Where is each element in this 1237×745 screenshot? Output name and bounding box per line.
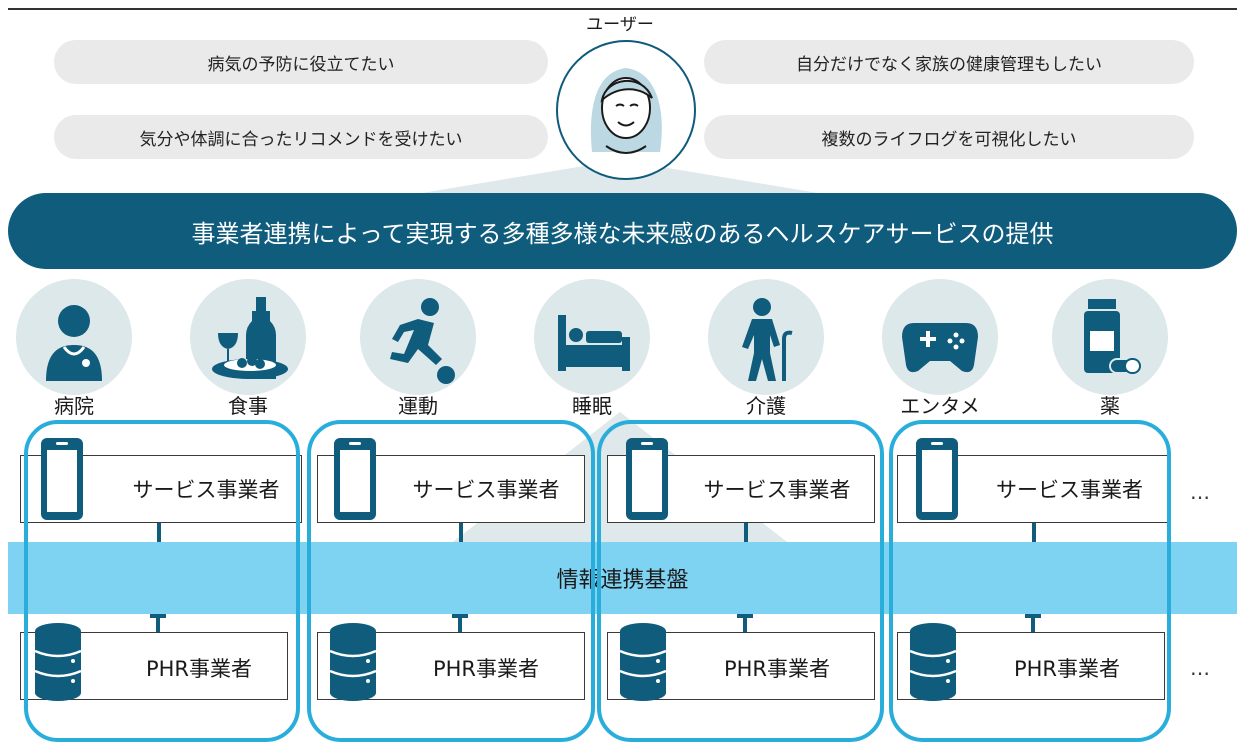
provider-group-outline	[597, 420, 884, 742]
phr-provider-box: PHR事業者	[20, 623, 288, 701]
connector-line	[156, 616, 160, 632]
connector-cap	[452, 614, 468, 618]
connector-cap	[150, 614, 166, 618]
runner-icon	[390, 298, 455, 384]
category-label: エンタメ	[900, 394, 980, 418]
wish-pill: 病気の予防に役立てたい	[54, 40, 548, 84]
user-title: ユーザー	[586, 15, 654, 35]
database-icon	[329, 623, 377, 701]
category-label: 病院	[54, 394, 94, 418]
connector-line	[744, 523, 748, 543]
category-circle	[16, 279, 132, 395]
info-platform-band: 情報連携基盤	[8, 542, 1237, 614]
category-label: 食事	[228, 394, 268, 418]
provider-group-outline	[307, 420, 595, 742]
connector-cap	[737, 614, 753, 618]
wish-text: 複数のライフログを可視化したい	[821, 129, 1077, 150]
smartphone-icon	[334, 438, 376, 520]
smartphone-icon	[916, 438, 958, 520]
bed-icon	[558, 315, 630, 371]
elderly-icon	[742, 298, 793, 381]
category-circle	[190, 279, 306, 395]
phr-provider-label: PHR事業者	[145, 657, 253, 681]
wish-text: 病気の予防に役立てたい	[207, 54, 395, 75]
phr-provider-label: PHR事業者	[723, 657, 831, 681]
meal-icon	[212, 297, 288, 379]
provider-group-outline	[24, 420, 300, 742]
connector-line	[458, 616, 462, 632]
service-provider-box: サービス事業者	[20, 438, 302, 523]
category-label: 介護	[746, 394, 786, 418]
smartphone-icon	[41, 438, 83, 520]
woman-face-icon	[590, 68, 662, 154]
phr-provider-box: PHR事業者	[897, 623, 1165, 701]
wish-text: 自分だけでなく家族の健康管理もしたい	[796, 54, 1102, 75]
more-providers-ellipsis: …	[1190, 480, 1210, 504]
gamepad-icon	[902, 323, 978, 373]
wish-pill: 気分や体調に合ったリコメンドを受けたい	[54, 115, 548, 159]
service-provider-label: サービス事業者	[132, 478, 280, 502]
category-label: 運動	[398, 394, 438, 418]
connector-line	[1031, 616, 1035, 632]
category-circle	[882, 279, 998, 395]
category-circle	[360, 279, 476, 395]
category-circle	[534, 279, 650, 395]
category-label: 薬	[1100, 394, 1120, 418]
phr-provider-box: PHR事業者	[317, 623, 585, 701]
more-providers-ellipsis: …	[1190, 656, 1210, 680]
platform-label: 情報連携基盤	[556, 568, 689, 593]
connector-cap	[1025, 614, 1041, 618]
service-banner: 事業者連携によって実現する多種多様な未来感のあるヘルスケアサービスの提供	[8, 193, 1237, 269]
database-icon	[909, 623, 957, 701]
database-icon	[619, 623, 667, 701]
service-provider-label: サービス事業者	[703, 478, 851, 502]
connector-line	[1032, 523, 1036, 543]
service-provider-label: サービス事業者	[996, 478, 1143, 502]
doctor-icon	[46, 305, 102, 381]
service-provider-label: サービス事業者	[412, 478, 560, 502]
phr-provider-box: PHR事業者	[607, 623, 875, 701]
category-label: 睡眠	[572, 394, 612, 418]
service-provider-box: サービス事業者	[317, 438, 585, 523]
provider-group-outline	[889, 420, 1171, 742]
wish-pill: 自分だけでなく家族の健康管理もしたい	[704, 40, 1194, 84]
database-icon	[34, 623, 82, 701]
service-provider-box: サービス事業者	[607, 438, 875, 523]
category-circle	[708, 279, 824, 395]
phr-provider-label: PHR事業者	[1013, 657, 1121, 681]
connector-line	[157, 523, 161, 543]
connector-line	[459, 523, 463, 543]
wish-pill: 複数のライフログを可視化したい	[704, 115, 1194, 159]
service-provider-box: サービス事業者	[897, 438, 1170, 523]
wish-text: 気分や体調に合ったリコメンドを受けたい	[139, 129, 463, 150]
top-divider	[8, 8, 1237, 10]
connector-line	[743, 616, 747, 632]
medicine-icon	[1084, 299, 1141, 374]
user-avatar	[556, 40, 696, 180]
phr-provider-label: PHR事業者	[432, 657, 540, 681]
smartphone-icon	[626, 438, 668, 520]
category-circle	[1052, 279, 1168, 395]
